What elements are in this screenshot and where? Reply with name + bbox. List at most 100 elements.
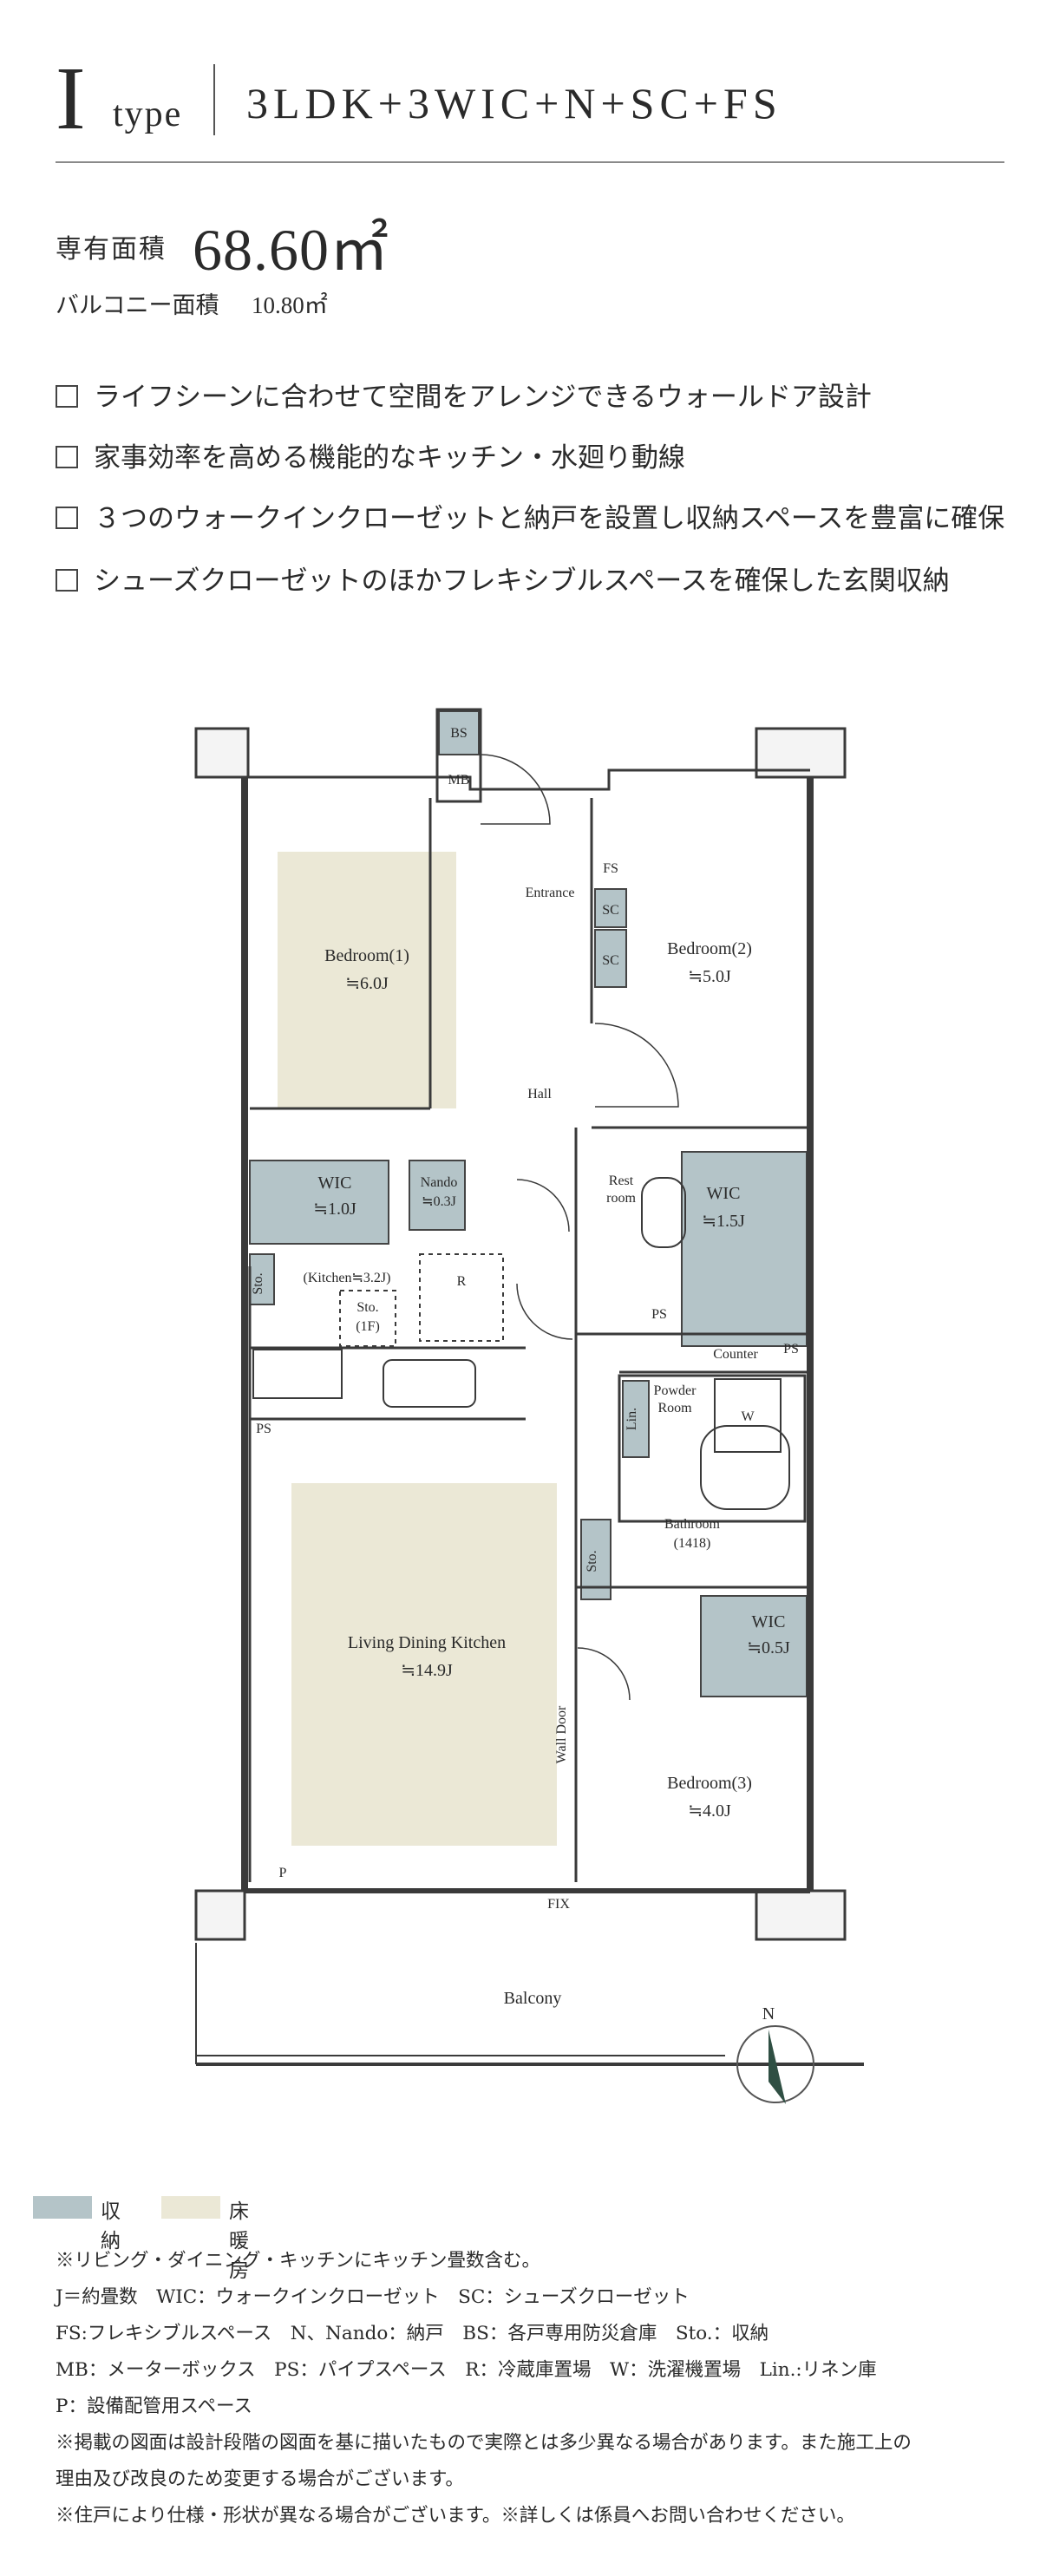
type-word: type: [113, 95, 183, 134]
bathroom-size: (1418): [674, 1536, 711, 1551]
counter-label: Counter: [713, 1347, 758, 1362]
powder-room-label-1: Powder: [654, 1383, 697, 1398]
wic3-size: ≒0.5J: [747, 1638, 790, 1657]
layout-name: 3LDK+3WIC+N+SC+FS: [246, 79, 782, 127]
note-line: 理由及び改良のため変更する場合がございます。: [56, 2468, 464, 2490]
floor-plan: Bedroom(1) ≒6.0J Bedroom(2) ≒5.0J Bedroo…: [194, 708, 864, 2104]
doors: [480, 754, 679, 1701]
wall-door-label: Wall Door: [554, 1705, 569, 1763]
bedroom1-size: ≒6.0J: [345, 974, 389, 993]
sto-kitchen-label: Sto.: [251, 1272, 265, 1294]
balcony: [195, 1943, 864, 2066]
room-labels: Bedroom(1) ≒6.0J Bedroom(2) ≒5.0J Bedroo…: [251, 726, 799, 2008]
hall-door-swing: [516, 1179, 570, 1232]
nando-label: Nando: [421, 1175, 458, 1190]
sc-storage-2: [594, 929, 627, 988]
wall-top: [245, 768, 810, 791]
north-compass-icon: N: [736, 2004, 814, 2104]
linen-label: Lin.: [625, 1408, 639, 1430]
note-line: J＝約畳数 WIC：ウォークインクローゼット SC：シューズクローゼット: [56, 2286, 690, 2308]
mb-label: MB: [448, 773, 470, 788]
fs-label: FS: [603, 861, 618, 876]
checkbox-icon: [56, 507, 78, 529]
sto-1f-space: [339, 1290, 396, 1347]
column-bottom-left: [194, 1889, 246, 1941]
balcony-label: Balcony: [504, 1989, 562, 2008]
sto-kitchen-storage: [249, 1253, 275, 1305]
bedroom2-label: Bedroom(2): [667, 939, 752, 958]
mb-box: [435, 708, 482, 803]
note-line: ※リビング・ダイニング・キッチンにキッチン畳数含む。: [56, 2250, 541, 2272]
storage-areas: [249, 710, 808, 1697]
note-line: FS:フレキシブルスペース N、Nando：納戸 BS：各戸専用防災倉庫 Sto…: [56, 2323, 769, 2344]
sc-label-1: SC: [602, 903, 619, 918]
ldk-label: Living Dining Kitchen: [348, 1633, 506, 1652]
nando-storage: [409, 1160, 466, 1231]
ps-label-2: PS: [651, 1307, 667, 1322]
ps-label-1: PS: [256, 1422, 271, 1436]
wic3-storage: [700, 1595, 808, 1697]
column-top-left: [194, 727, 250, 779]
feature-item: シューズクローゼットのほかフレキシブルスペースを確保した玄関収納: [56, 559, 950, 598]
checkbox-icon: [56, 569, 78, 592]
floor-heating-areas: [278, 852, 557, 1846]
restroom-label-2: room: [606, 1191, 636, 1206]
floor-heating-swatch: [161, 2196, 220, 2219]
wic1-size: ≒1.0J: [313, 1200, 356, 1219]
type-letter: I: [56, 49, 86, 148]
entrance-door-swing: [480, 754, 551, 825]
wic3-label: WIC: [752, 1612, 786, 1631]
balcony-area-label: バルコニー面積: [56, 292, 219, 319]
sc-storage-1: [594, 888, 627, 928]
balcony-area-value: 10.80㎡: [252, 292, 328, 318]
header-rule: [56, 161, 1004, 163]
powder-room-label-2: Room: [657, 1401, 692, 1415]
fridge-space: [419, 1253, 504, 1342]
floor-area-label: 専有面積: [56, 234, 167, 265]
wic2-size: ≒1.5J: [702, 1212, 745, 1231]
bedroom3-label: Bedroom(3): [667, 1774, 752, 1793]
toilet: [641, 1177, 686, 1248]
restroom-label-1: Rest: [609, 1174, 634, 1188]
ldk-size: ≒14.9J: [401, 1661, 453, 1680]
p-label: P: [279, 1866, 287, 1880]
bathtub: [700, 1425, 790, 1510]
floor-area-value: 68.60㎡: [193, 217, 390, 283]
wic2-label: WIC: [707, 1184, 741, 1203]
bedroom2-door-swing: [594, 1023, 679, 1108]
note-line: ※掲載の図面は設計段階の図面を基に描いたもので実際とは多少異なる場合があります。…: [56, 2432, 912, 2454]
bedroom3-size: ≒4.0J: [688, 1801, 731, 1821]
hall-door-swing-2: [516, 1283, 573, 1340]
bathroom-label: Bathroom: [664, 1517, 721, 1532]
lin-storage: [622, 1380, 650, 1458]
sto-ldk-label: Sto.: [585, 1550, 599, 1572]
wic1-storage: [249, 1160, 389, 1245]
compass-ring: [736, 2025, 814, 2103]
storage-swatch: [33, 2196, 92, 2219]
ps-label-3: PS: [783, 1342, 799, 1357]
bedroom1-label: Bedroom(1): [324, 946, 409, 965]
floor-heating-ldk: [291, 1483, 557, 1846]
bs-label: BS: [450, 726, 468, 741]
checkbox-icon: [56, 385, 78, 408]
washer-space: [714, 1378, 782, 1453]
bedroom2-size: ≒5.0J: [688, 967, 731, 986]
checkbox-icon: [56, 446, 78, 468]
north-label: N: [762, 2004, 775, 2024]
feature-item: 家事効率を高める機能的なキッチン・水廻り動線: [56, 435, 685, 474]
entrance-label: Entrance: [526, 886, 575, 900]
sc-label-2: SC: [602, 953, 619, 968]
feature-item: ３つのウォークインクローゼットと納戸を設置し収納スペースを豊富に確保: [56, 496, 1004, 535]
wic2-storage: [681, 1151, 808, 1347]
column-bottom-right: [755, 1889, 847, 1941]
bathroom-outline: [618, 1374, 807, 1523]
storage-legend-label: 収納: [101, 2200, 121, 2252]
fridge-label: R: [457, 1274, 467, 1289]
washer-label: W: [741, 1409, 755, 1424]
wic1-label: WIC: [318, 1174, 352, 1193]
fix-label: FIX: [547, 1897, 570, 1912]
stove: [252, 1349, 343, 1399]
note-line: ※住戸により仕様・形状が異なる場合がございます。※詳しくは係員へお問い合わせくだ…: [56, 2505, 855, 2527]
floor-heating-bedroom1: [278, 852, 456, 1108]
note-line: P：設備配管用スペース: [56, 2396, 252, 2417]
